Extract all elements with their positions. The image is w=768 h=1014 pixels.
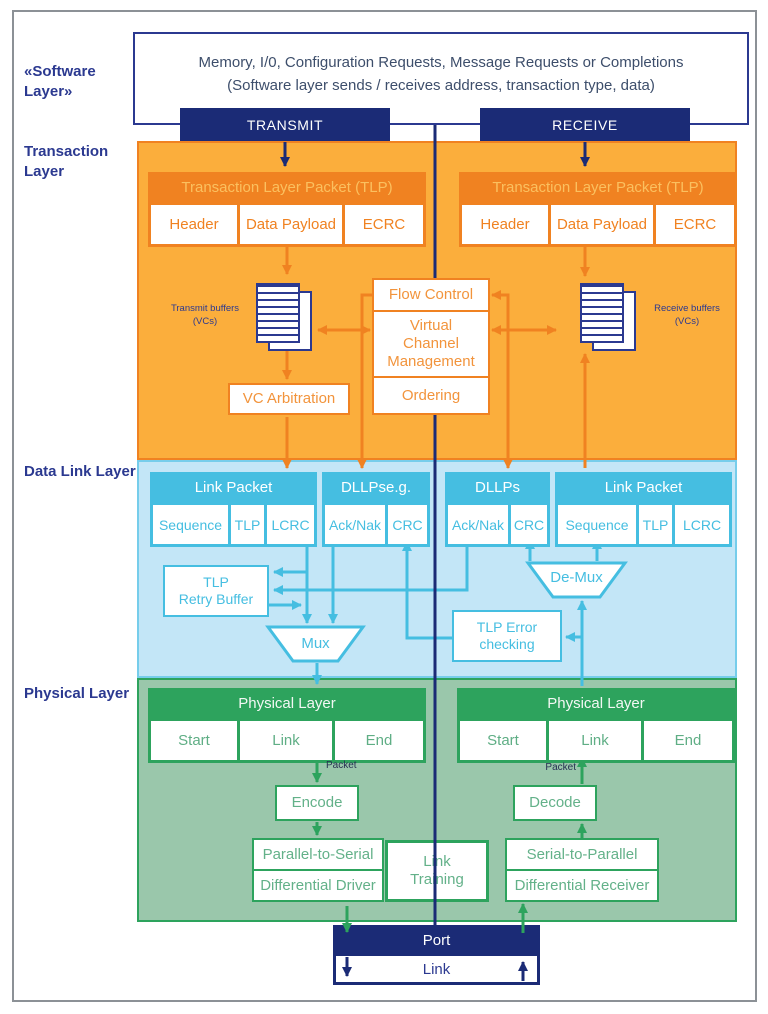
label-transaction-layer: Transaction Layer [24,143,109,180]
vc-arbitration-box: VC Arbitration [228,383,350,415]
rx-link-packet-block: Link Packet Sequence TLP LCRC [555,472,732,547]
software-box-line2: (Software layer sends / receives address… [227,77,655,95]
tx-link-packet-cell-lcrc: LCRC [267,505,314,544]
rx-link-packet-title: Link Packet [604,478,683,496]
virtual-channel-management-box: Virtual Channel Management [372,310,490,378]
rx-link-packet-cell-tlp: TLP [639,505,672,544]
tx-physical-title: Physical Layer [238,694,336,712]
outer-frame [12,10,757,1002]
tx-dllps-cell-acknak: Ack/Nak [325,505,385,544]
label-physical-layer: Physical Layer [24,685,130,702]
transmit-tlp-cell-header: Header [151,205,237,244]
transmit-buffers-label: Transmit buffers (VCs) [158,302,252,329]
tx-dllps-cell-crc: CRC [388,505,427,544]
differential-driver-box: Differential Driver [252,869,384,902]
tx-packet-label: Packet [326,760,357,771]
tlp-error-checking-box: TLP Error checking [452,610,562,662]
receive-buffers-label-line1: Receive buffers [654,303,720,314]
tx-link-packet-block: Link Packet Sequence TLP LCRC [150,472,317,547]
rx-physical-block: Physical Layer Start Link End [457,688,735,763]
transmit-button[interactable]: TRANSMIT [180,108,390,141]
rx-dllps-cell-crc: CRC [511,505,547,544]
rx-link-packet-cell-sequence: Sequence [558,505,636,544]
tx-dllps-block: DLLPse.g. Ack/Nak CRC [322,472,430,547]
rx-dllps-title: DLLPs [474,478,521,496]
software-box-line1: Memory, I/0, Configuration Requests, Mes… [198,54,684,71]
rx-physical-cell-end: End [644,721,732,760]
tlp-retry-buffer-box: TLP Retry Buffer [163,565,269,617]
receive-tlp-block: Transaction Layer Packet (TLP) Header Da… [459,172,737,247]
transmit-buffers-label-line1: Transmit buffers [170,303,240,314]
receive-buffers-label-line2: (VCs) [674,316,700,328]
rx-dllps-block: DLLPs Ack/Nak CRC [445,472,550,547]
tx-physical-cell-link: Link [240,721,332,760]
port-box: Port [333,925,540,955]
label-data-link-layer: Data Link Layer [24,463,136,480]
receive-tlp-cell-data-payload: Data Payload [551,205,653,244]
receive-tlp-cell-ecrc: ECRC [656,205,734,244]
rx-physical-cell-start: Start [460,721,546,760]
receive-button[interactable]: RECEIVE [480,108,690,141]
transmit-tlp-title: Transaction Layer Packet (TLP) [181,178,393,196]
receive-buffers-icon [580,283,624,343]
rx-link-packet-cell-lcrc: LCRC [675,505,729,544]
encode-box: Encode [275,785,359,821]
serial-to-parallel-box: Serial-to-Parallel [505,838,659,871]
receive-tlp-cell-header: Header [462,205,548,244]
rx-dllps-cell-acknak: Ack/Nak [448,505,508,544]
transmit-tlp-block: Transaction Layer Packet (TLP) Header Da… [148,172,426,247]
link-training-box: Link Training [385,840,489,902]
rx-physical-cell-link: Link [549,721,641,760]
transmit-buffers-icon [256,283,300,343]
tx-physical-cell-end: End [335,721,423,760]
label-software-layer: «Software Layer» [24,63,96,100]
tx-link-packet-cell-sequence: Sequence [153,505,228,544]
rx-physical-title: Physical Layer [547,694,645,712]
receive-buffers-label: Receive buffers (VCs) [640,302,734,329]
demux-label: De-Mux [550,568,603,586]
tx-physical-cell-start: Start [151,721,237,760]
differential-receiver-box: Differential Receiver [505,869,659,902]
transmit-tlp-cell-ecrc: ECRC [345,205,423,244]
parallel-to-serial-box: Parallel-to-Serial [252,838,384,871]
transmit-tlp-cell-data-payload: Data Payload [240,205,342,244]
flow-control-box: Flow Control [372,278,490,312]
rx-packet-label: Packet [545,762,576,773]
transmit-buffers-label-line2: (VCs) [192,316,218,328]
tx-physical-block: Physical Layer Start Link End [148,688,426,763]
decode-box: Decode [513,785,597,821]
mux-label: Mux [301,634,330,652]
link-box: Link [333,953,540,985]
tx-dllps-title: DLLPse.g. [340,478,412,496]
receive-tlp-title: Transaction Layer Packet (TLP) [492,178,704,196]
ordering-box: Ordering [372,376,490,415]
tx-link-packet-cell-tlp: TLP [231,505,264,544]
tx-link-packet-title: Link Packet [194,478,273,496]
